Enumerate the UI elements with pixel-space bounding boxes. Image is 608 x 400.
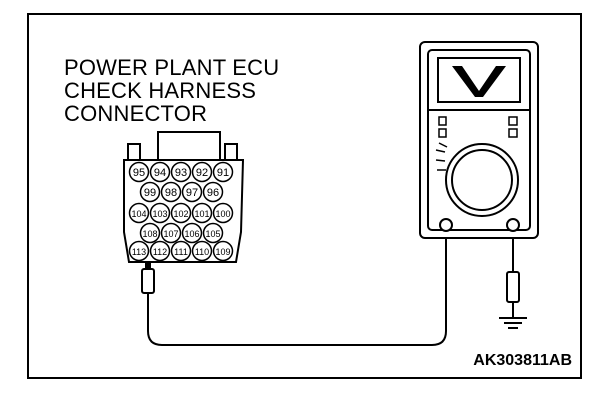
connector-pin-number: 97 [186,187,198,199]
connector-pin-ring [149,240,171,262]
connector-pin-ring [128,240,150,262]
connector-pin: 106 [181,222,203,244]
volt-v-icon [452,66,506,97]
connector-latch [157,131,221,161]
connector-pin-number: 105 [205,229,220,239]
connector-pin: 91 [212,161,234,183]
connector-pin-number: 102 [173,209,188,219]
connector-pin-number: 111 [174,247,188,257]
connector-pin-ring [170,161,192,183]
connector-pin: 110 [191,240,213,262]
connector-pin: 93 [170,161,192,183]
connector-pin-ring [160,222,182,244]
connector-pin-ring [128,161,150,183]
connector-pin-ring [170,240,192,262]
connector-pin: 98 [160,181,182,203]
mode-indicator-left-bottom [438,128,447,138]
connector-pin: 111 [170,240,192,262]
figure-code: AK303811AB [473,352,572,369]
connector-pin: 104 [128,202,150,224]
connector-pin-ring [149,161,171,183]
connector-pin-number: 109 [215,247,230,257]
connector-pin-ring [170,202,192,224]
connector-pin-ring [202,222,224,244]
voltmeter-jack-negative [506,218,520,232]
connector-pin-ring [181,222,203,244]
connector-pin: 96 [202,181,224,203]
connector-pin: 94 [149,161,171,183]
mode-indicator-right-bottom [508,128,518,138]
connector-pin: 113 [128,240,150,262]
connector-pin-number: 113 [132,247,146,257]
voltmeter [419,41,539,239]
connector-pin-ring [139,181,161,203]
connector-pin-number: 101 [194,209,209,219]
connector-pin-number: 95 [133,167,145,179]
connector-pin: 107 [160,222,182,244]
connector-pin-ring [149,202,171,224]
connector-pin-ring [212,202,234,224]
connector-label-line-1: POWER PLANT ECU [64,55,280,80]
connector-pin: 101 [191,202,213,224]
ground-probe [506,271,520,303]
connector-pin: 105 [202,222,224,244]
selector-dial-face [451,149,513,211]
connector-pin-number: 99 [144,187,156,199]
connector-pin-ring [139,222,161,244]
connector-pin: 100 [212,202,234,224]
connector-probe [141,268,155,294]
connector-pin-number: 104 [131,209,146,219]
connector-pin-ring [212,161,234,183]
connector-pin-number: 106 [184,229,199,239]
connector-pin: 112 [149,240,171,262]
connector-pin-number: 100 [215,209,230,219]
connector-pin-ring [191,240,213,262]
connector-pin: 109 [212,240,234,262]
connector-pin-number: 112 [153,247,167,257]
connector-pin-number: 110 [195,247,209,257]
connector-pin: 108 [139,222,161,244]
ground-symbol [499,302,527,329]
connector-pin: 99 [139,181,161,203]
voltmeter-jack-positive [439,218,453,232]
connector-pin: 103 [149,202,171,224]
connector-pin: 92 [191,161,213,183]
connector-pins: 95 94 93 92 91 99 98 97 96 104 103 102 101 100 108 107 1… [128,161,234,262]
dial-tick-marks [435,142,448,171]
figure-frame [27,13,582,379]
mode-indicator-left-top [438,116,447,126]
connector-pin-number: 96 [207,187,219,199]
connector-pin-number: 93 [175,167,187,179]
connector-pin-number: 103 [152,209,167,219]
connector-pin-ring [128,202,150,224]
connector-label-line-2: CHECK HARNESS [64,78,257,103]
connector-label: POWER PLANT ECU CHECK HARNESS CONNECTOR [64,56,279,125]
connector-pin-ring [181,181,203,203]
test-lead-wire [147,228,447,346]
connector-pin-number: 108 [142,229,157,239]
connector-pin: 95 [128,161,150,183]
connector-label-line-3: CONNECTOR [64,101,208,126]
mode-indicator-right-top [508,116,518,126]
connector-pin-ring [191,202,213,224]
connector-pin: 97 [181,181,203,203]
connector-pin-number: 94 [154,167,166,179]
ecu-check-harness-connector: 95 94 93 92 91 99 98 97 96 104 103 102 101 100 108 107 1… [123,131,245,294]
connector-pin-ring [160,181,182,203]
connector-pin-number: 107 [163,229,178,239]
connector-pin-number: 92 [196,167,208,179]
connector-pin-number: 98 [165,187,177,199]
connector-pin: 102 [170,202,192,224]
connector-pin-ring [202,181,224,203]
connector-pin-number: 91 [217,167,229,179]
connector-pin-ring [191,161,213,183]
connector-pin-ring [212,240,234,262]
